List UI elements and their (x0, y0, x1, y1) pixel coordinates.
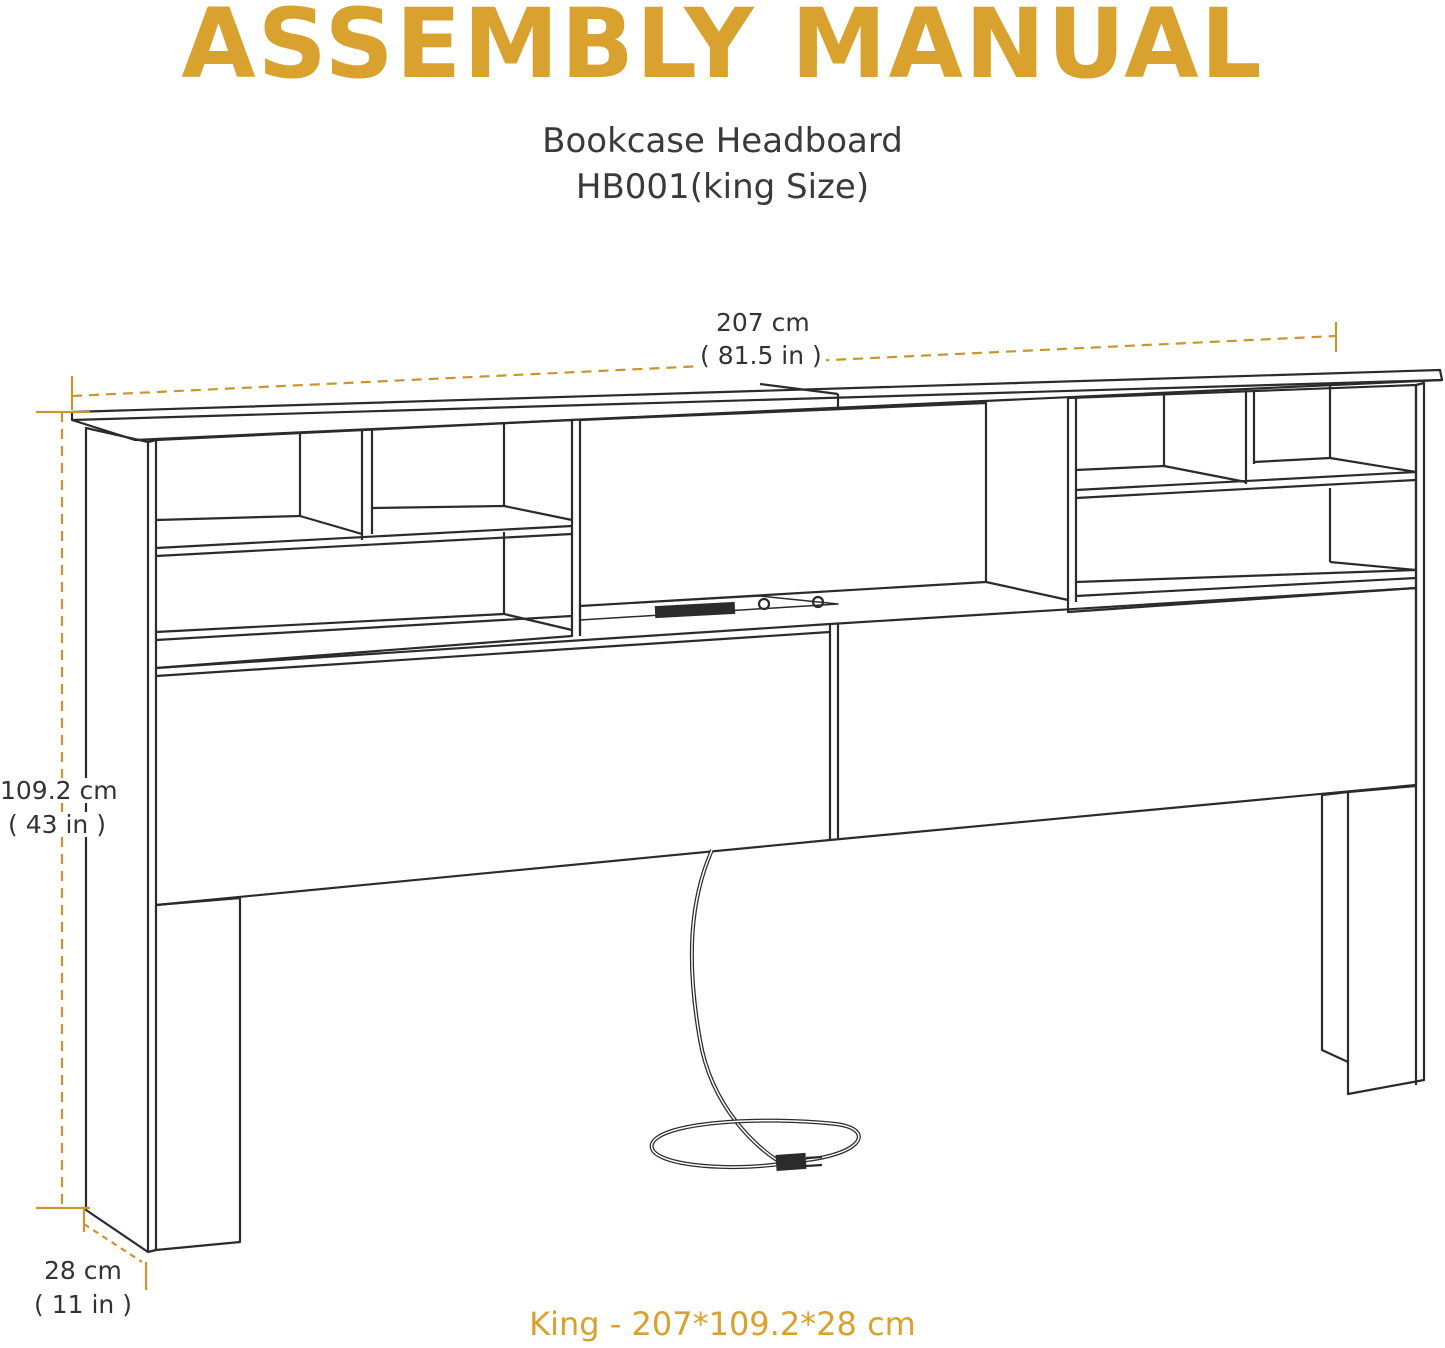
center-bay (579, 401, 1069, 602)
left-side-panel (84, 426, 150, 1254)
left-cubbies (155, 418, 574, 670)
height-cm-label: 109.2 cm (0, 776, 118, 805)
spec-line: King - 207*109.2*28 cm (529, 1305, 916, 1343)
left-post (147, 438, 242, 1252)
lower-panel-right (829, 586, 1418, 842)
lower-panel-left (155, 622, 832, 907)
width-in-label: ( 81.5 in ) (696, 343, 826, 368)
width-cm-label: 207 cm (712, 310, 814, 335)
top-board (70, 368, 1444, 442)
depth-in-label: ( 11 in ) (30, 1292, 136, 1317)
right-post (1346, 381, 1426, 1096)
product-name: Bookcase Headboard (542, 121, 903, 161)
depth-dim-line (83, 1223, 143, 1263)
power-cord (689, 849, 782, 1164)
product-model: HB001(king Size) (575, 167, 870, 207)
height-in-label: ( 43 in ) (4, 812, 110, 837)
page-title: ASSEMBLY MANUAL (181, 0, 1264, 100)
plug (775, 1152, 807, 1171)
depth-cm-label: 28 cm (40, 1258, 126, 1283)
right-cubbies (1066, 383, 1418, 614)
